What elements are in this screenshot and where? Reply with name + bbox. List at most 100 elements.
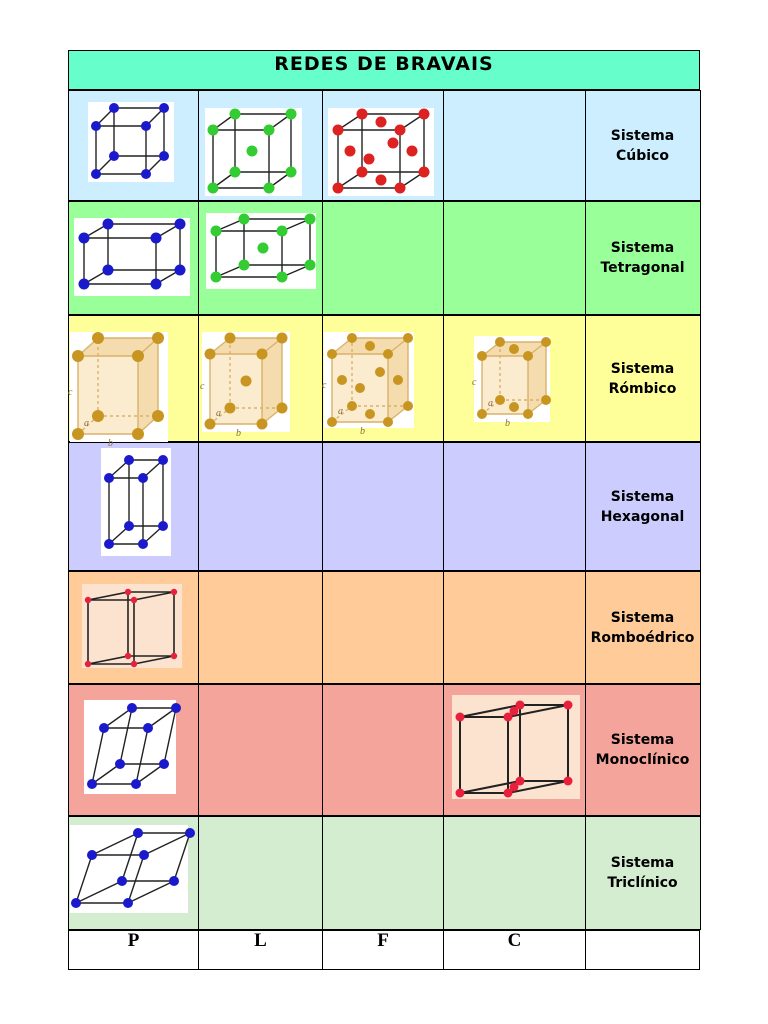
atom [229,108,241,120]
atom [509,782,519,792]
atom [124,455,134,465]
atom [170,588,178,596]
atom [115,759,125,769]
lattice-atoms [84,588,178,668]
atom [406,145,418,157]
axis-label-c: c [472,377,477,388]
lattice-atoms [87,703,181,789]
lattice-edges [87,591,175,665]
atom [257,242,269,254]
axis-label-a: a [84,418,89,429]
system-label-line: Sistema [610,855,675,871]
lattice-edges [77,337,159,435]
system-label-line: Romboédrico [590,629,695,646]
orthorhombic-base-centered-icon: abc [472,336,551,429]
atom [141,169,151,179]
system-label-line: Sistema [610,127,675,144]
axis-label-b: b [108,438,113,449]
atom [87,779,97,789]
atom [263,182,275,194]
lattice-atoms [78,218,186,290]
atom [224,332,236,344]
atom [365,341,375,351]
atom [375,174,387,186]
atom [523,351,533,361]
axis-labels: a b c [68,387,113,449]
system-label-line: Sistema [610,240,675,256]
atom [304,259,316,271]
atom [84,596,92,604]
atom [150,278,162,290]
atom [327,349,337,359]
atom [240,375,252,387]
table-cell [322,442,444,571]
axis-label-c: c [68,387,73,398]
table-cell [443,90,586,201]
atom [138,539,148,549]
atom [285,108,297,120]
atom [132,428,144,440]
atom [347,401,357,411]
atom [204,418,216,430]
atom [130,660,138,668]
axis-label-a: a [216,408,221,419]
rhombohedral-primitive-icon [82,584,182,668]
atom [541,395,551,405]
axis-label-b: b [236,428,241,439]
lattice-atoms [204,332,288,430]
atom [150,232,162,244]
atom [276,225,288,237]
atom [84,660,92,668]
lattice-atoms [91,103,169,179]
column-label-p: P [127,930,140,951]
lattice-atoms [455,700,573,798]
cube-primitive-icon [88,102,174,182]
atom [174,264,186,276]
atom [356,166,368,178]
column-p-cell [68,930,199,970]
axis-label-a: a [488,398,493,409]
system-label-line: Cúbico [616,147,669,164]
atom [224,402,236,414]
cube-face-centered-icon [328,108,434,196]
atom [276,271,288,283]
column-label-c: C [507,930,522,951]
system-label-line: Monoclínico [595,752,690,768]
hexagonal-primitive-icon [101,448,171,556]
atom [344,145,356,157]
table-cell [585,90,701,201]
atom [158,521,168,531]
tetragonal-primitive-icon [74,218,190,296]
atom [503,712,513,722]
column-empty-cell [585,930,700,970]
atom [477,409,487,419]
atom [143,723,153,733]
column-header-row: P L F C [68,930,700,970]
atom [246,145,258,157]
atom [78,232,90,244]
atom [285,166,297,178]
lattice-edges [91,707,177,785]
atom [78,278,90,290]
table-cell [198,442,323,571]
atom [383,349,393,359]
atom [477,351,487,361]
atom [355,383,365,393]
atom [394,124,406,136]
lattice-atoms [210,213,316,283]
axis-label-a: a [338,406,343,417]
atom [383,417,393,427]
table-cell [322,571,444,684]
table-cell [443,571,586,684]
atom [158,455,168,465]
atom [363,153,375,165]
table-cell [585,816,701,930]
atom [141,121,151,131]
table-title: REDES DE BRAVAIS [68,50,700,90]
lattice-edges [459,704,569,794]
atom [541,337,551,347]
atom [276,402,288,414]
